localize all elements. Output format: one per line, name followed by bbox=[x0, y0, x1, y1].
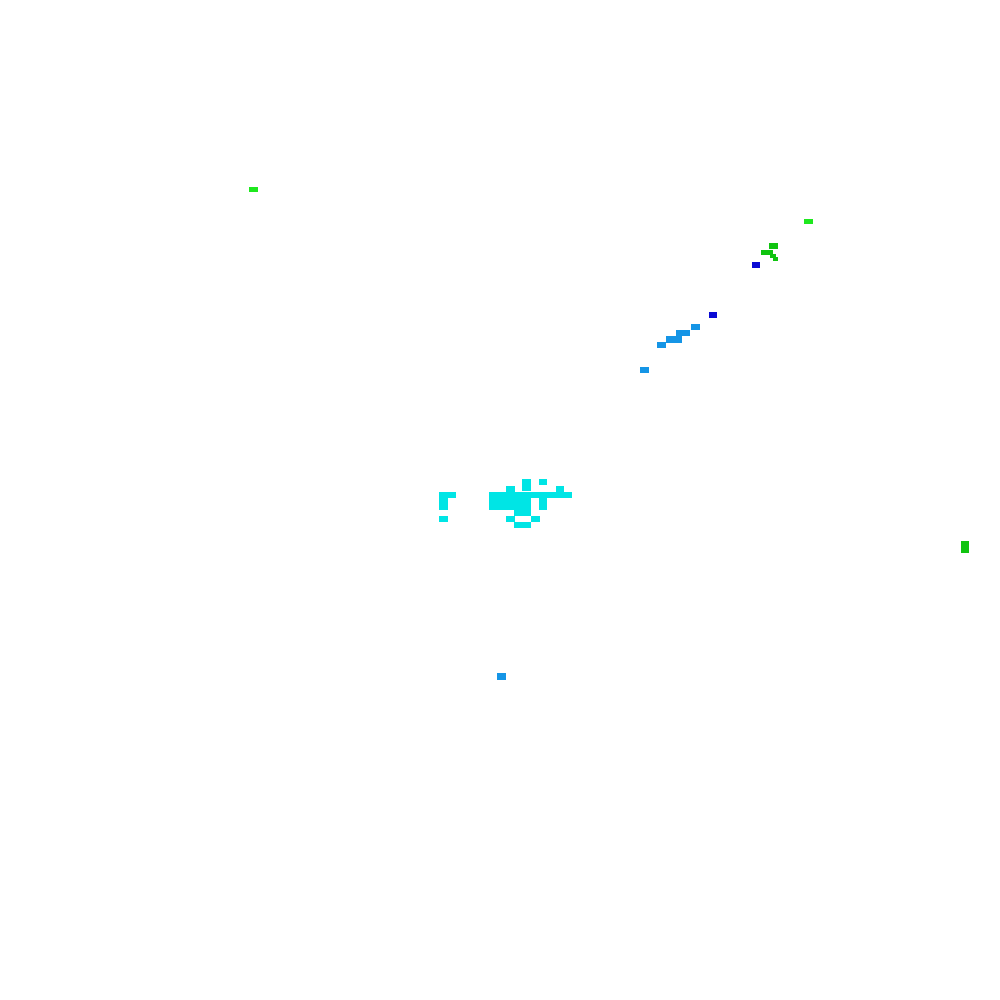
green-cluster bbox=[773, 257, 778, 261]
cyan-cluster bbox=[531, 516, 540, 522]
blue-speck bbox=[709, 312, 717, 318]
green-cluster bbox=[769, 243, 778, 249]
green-cluster bbox=[770, 254, 776, 258]
cyan-cluster bbox=[489, 492, 531, 498]
cyan-cluster bbox=[489, 498, 531, 504]
cyan-cluster bbox=[439, 498, 448, 510]
green-cluster bbox=[961, 541, 969, 553]
cyan-cluster bbox=[531, 492, 572, 498]
cyan-cluster bbox=[539, 498, 547, 510]
cyan-cluster bbox=[522, 479, 531, 491]
sky-cluster bbox=[676, 330, 690, 336]
lime-speck bbox=[249, 187, 258, 192]
sky-cluster bbox=[657, 342, 666, 348]
green-cluster bbox=[761, 250, 773, 255]
sky-cluster bbox=[640, 367, 649, 373]
blue-speck bbox=[752, 262, 760, 268]
cyan-cluster bbox=[556, 486, 564, 492]
cyan-cluster bbox=[514, 510, 531, 516]
cyan-cluster bbox=[439, 492, 456, 498]
sky-cluster bbox=[497, 673, 506, 680]
sky-cluster bbox=[666, 336, 682, 343]
cyan-cluster bbox=[514, 522, 531, 528]
lime-speck bbox=[804, 219, 813, 224]
sky-cluster bbox=[691, 324, 700, 330]
cyan-cluster bbox=[439, 516, 448, 522]
cyan-cluster bbox=[506, 516, 515, 522]
cyan-cluster bbox=[506, 486, 515, 492]
cyan-cluster bbox=[539, 479, 547, 485]
cyan-cluster bbox=[489, 504, 531, 510]
